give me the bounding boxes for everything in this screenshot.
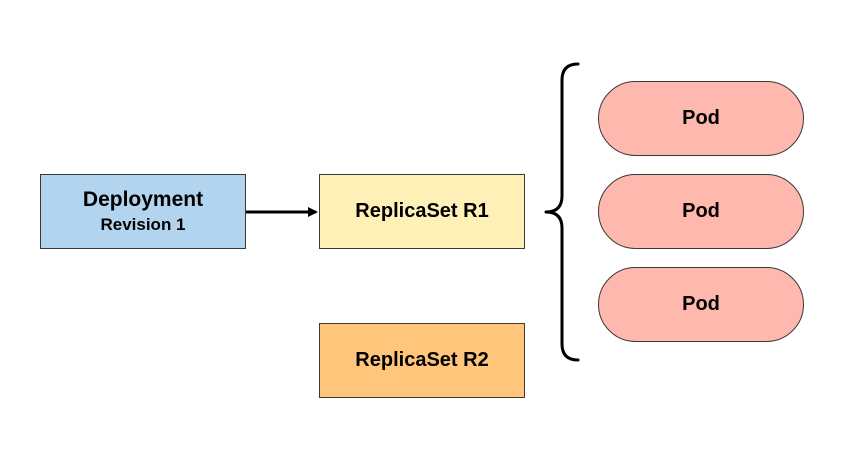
deployment-title: Deployment — [82, 187, 204, 211]
curly-brace — [544, 62, 580, 362]
pod-node: Pod — [598, 267, 804, 342]
pod-label: Pod — [682, 200, 720, 222]
pod-label: Pod — [682, 293, 720, 315]
replicaset-r2-label: ReplicaSet R2 — [355, 349, 489, 371]
deployment-box: Deployment Revision 1 — [40, 174, 246, 249]
replicaset-r1-box: ReplicaSet R1 — [319, 174, 525, 249]
deployment-revision: Revision 1 — [100, 214, 186, 234]
replicaset-r1-label: ReplicaSet R1 — [355, 200, 489, 222]
pod-node: Pod — [598, 174, 804, 249]
pod-label: Pod — [682, 107, 720, 129]
replicaset-r2-box: ReplicaSet R2 — [319, 323, 525, 398]
pod-node: Pod — [598, 81, 804, 156]
